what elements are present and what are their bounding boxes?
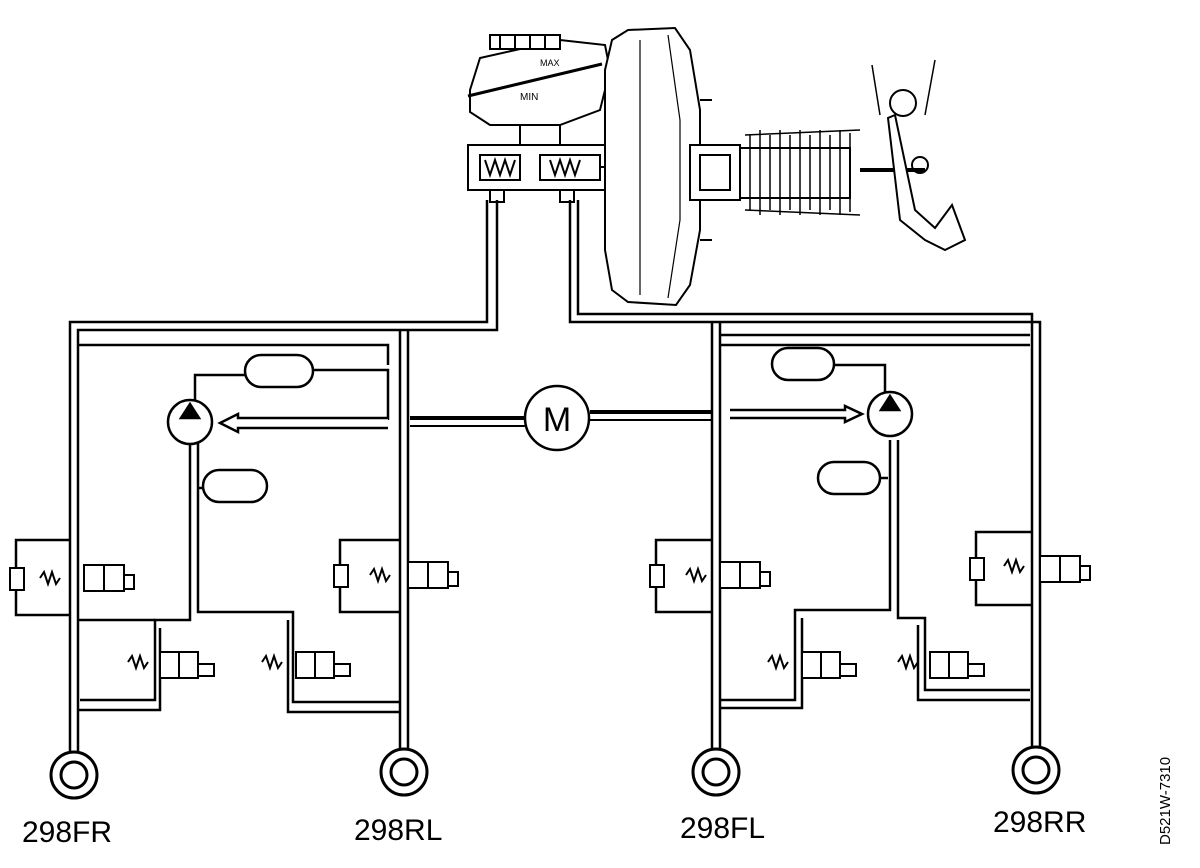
accumulators xyxy=(201,346,882,504)
wheel-label-fl: 298FL xyxy=(680,812,765,845)
valve-fl-outlet xyxy=(767,651,857,679)
accumulator xyxy=(816,460,882,496)
wheel-rr xyxy=(1011,745,1061,795)
valve-group-fr-check xyxy=(9,538,135,617)
fluid-reservoir: MIN MAX xyxy=(467,34,612,126)
master-cylinder-booster-assembly: MIN MAX xyxy=(467,26,967,307)
wheel-label-rl: 298RL xyxy=(354,814,442,847)
svg-text:MAX: MAX xyxy=(540,58,560,68)
brake-pedal xyxy=(871,59,967,252)
pushrod-bellows xyxy=(739,129,925,216)
document-code: D521W-7310 xyxy=(1157,757,1174,845)
left-pump xyxy=(166,398,388,446)
motor-label: M xyxy=(543,401,571,439)
svg-text:MIN: MIN xyxy=(520,92,538,103)
brake-booster xyxy=(604,26,741,307)
right-pump xyxy=(730,390,914,438)
wheel-label-fr: 298FR xyxy=(22,816,112,849)
pump-motor xyxy=(410,384,712,452)
wheel-fl xyxy=(691,747,741,797)
accumulator xyxy=(243,353,315,389)
solenoid-valves xyxy=(9,530,1091,679)
accumulator xyxy=(201,468,269,504)
wheel-label-rr: 298RR xyxy=(993,806,1086,839)
valve-fr-outlet xyxy=(127,651,215,679)
accumulator xyxy=(770,346,836,382)
wheel-rl xyxy=(379,747,429,797)
valve-group-rl-check xyxy=(333,538,459,614)
hydraulic-lines xyxy=(68,200,1042,760)
valve-rr-outlet xyxy=(897,651,985,679)
valve-rl-outlet xyxy=(261,651,351,679)
valve-group-fl-check xyxy=(649,538,771,614)
wheel-fr xyxy=(49,750,99,800)
valve-group-rr-check xyxy=(969,530,1091,607)
